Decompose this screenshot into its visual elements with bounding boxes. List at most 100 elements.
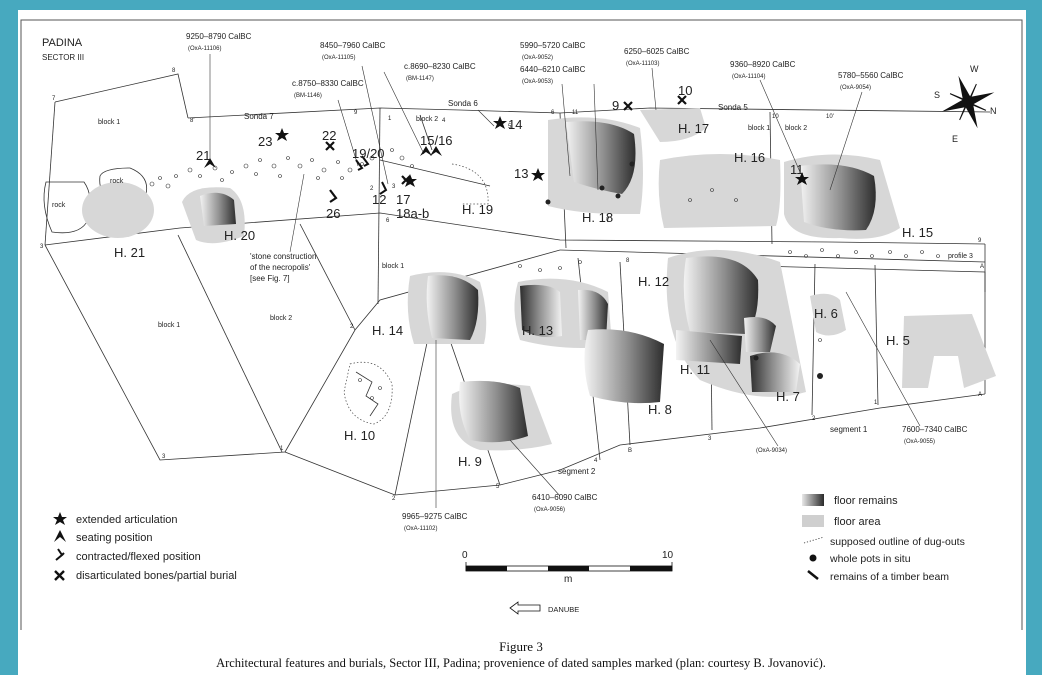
sonda-label: Sonda 6 — [448, 99, 478, 108]
compass-east-label: E — [952, 134, 958, 144]
grid-number: 5 — [496, 484, 500, 490]
lab-code: (OxA-9054) — [840, 85, 871, 91]
star-burial-icon — [531, 168, 545, 181]
house-label: H. 7 — [776, 389, 800, 404]
house-label: H. 15 — [902, 225, 933, 240]
burial-number: 18a-b — [396, 206, 429, 221]
burial-number: 26 — [326, 206, 340, 221]
flexed-burial-icon — [379, 181, 388, 195]
grid-number: 11 — [572, 110, 579, 116]
burial-number: 9 — [612, 98, 619, 113]
scale-end: 10 — [662, 550, 674, 561]
burial-number: 19/20 — [352, 146, 385, 161]
grid-number: 2 — [370, 186, 374, 192]
legend-label: extended articulation — [76, 514, 178, 526]
house-labels: H. 21 H. 20 H. 19 H. 18 H. 17 H. 16 H. 1… — [114, 121, 933, 469]
house-label: H. 6 — [814, 306, 838, 321]
grid-number: 5 — [508, 124, 512, 130]
grid-number: A — [980, 264, 984, 270]
necropolis-leader — [289, 173, 305, 253]
house-label: H. 13 — [522, 323, 553, 338]
flexed-burial-icon — [355, 159, 364, 171]
grid-number: 6 — [551, 110, 555, 116]
necropolis-label: [see Fig. 7] — [250, 274, 290, 283]
lab-code: (OxA-11104) — [732, 74, 765, 80]
legend-label: remains of a timber beam — [830, 571, 949, 583]
star-icon — [53, 512, 67, 525]
lab-code: (OxA-9056) — [534, 507, 565, 513]
radiocarbon-date: 9250–8790 CalBC — [186, 32, 252, 41]
grid-number: 10' — [826, 114, 834, 120]
grid-number: 9 — [354, 110, 358, 116]
burial-number: 15/16 — [420, 133, 453, 148]
block-label: block 1 — [382, 263, 404, 270]
house-label: H. 17 — [678, 121, 709, 136]
radiocarbon-date: 6410–6090 CalBC — [532, 493, 598, 502]
block-label: block 2 — [785, 125, 807, 132]
seated-burial-icon — [204, 158, 216, 168]
segment-label: segment 2 — [558, 467, 596, 476]
burial-symbols — [204, 95, 809, 203]
north-arrow-compass — [941, 75, 995, 129]
grid-number: 2 — [392, 496, 396, 502]
legend-label: contracted/flexed position — [76, 551, 201, 563]
grid-number: A — [978, 392, 982, 398]
burial-number: 23 — [258, 134, 272, 149]
block-label: block 1 — [158, 322, 180, 329]
grid-number: B — [628, 448, 632, 454]
radiocarbon-date: 5990–5720 CalBC — [520, 41, 586, 50]
river-label: DANUBE — [548, 605, 579, 614]
burial-number: 12 — [372, 192, 386, 207]
scale-start: 0 — [462, 550, 468, 561]
house-label: H. 11 — [680, 362, 710, 377]
site-name: PADINA — [42, 37, 83, 49]
lab-code: (OxA-9052) — [522, 55, 553, 61]
legend-label: supposed outline of dug-outs — [830, 536, 965, 548]
grid-number: 3 — [708, 436, 712, 442]
area-labels: block 1 block 1 block 1 block 1 block 2 … — [52, 99, 973, 476]
burial-legend: extended articulation seating position c… — [53, 512, 237, 582]
beam-icon — [807, 570, 819, 580]
site-plan-figure: 7 8 8' 9 1 2 3 4 5 6 10 10' 11 1 2 3 4 5… — [20, 19, 1023, 630]
house-label: H. 9 — [458, 454, 482, 469]
star-burial-icon — [275, 128, 289, 141]
sector-label: SECTOR III — [42, 53, 84, 62]
compass-west-label: W — [970, 64, 979, 74]
block-label: block 2 — [270, 315, 292, 322]
house-label: H. 8 — [648, 402, 672, 417]
paper-sheet — [18, 10, 1026, 675]
house-label: H. 18 — [582, 210, 613, 225]
grid-number: 9 — [978, 238, 982, 244]
radiocarbon-date: c.8750–8330 CalBC — [292, 79, 364, 88]
burial-number: 13 — [514, 166, 528, 181]
legend-label: floor remains — [834, 495, 898, 507]
seated-icon — [54, 530, 66, 542]
grid-number: 8 — [626, 258, 630, 264]
radiocarbon-date: 6250–6025 CalBC — [624, 47, 690, 56]
cross-burial-icon — [677, 95, 687, 105]
flexed-burial-icon — [329, 189, 338, 203]
cross-burial-icon — [401, 175, 411, 185]
flexed-icon — [55, 548, 65, 561]
burial-number: 11 — [790, 162, 804, 177]
burial-number: 21 — [196, 148, 210, 163]
scale-bar: 0 10 m — [462, 550, 674, 585]
legend-label: disarticulated bones/partial burial — [76, 570, 237, 582]
rock-label: rock — [110, 178, 124, 185]
house-label: H. 19 — [462, 202, 493, 217]
radiocarbon-date: 7600–7340 CalBC — [902, 425, 968, 434]
feature-legend: floor remains floor area supposed outlin… — [802, 494, 965, 583]
radiocarbon-date: c.8690–8230 CalBC — [404, 62, 476, 71]
grid-number: 10 — [772, 114, 779, 120]
grid-number: 7 — [52, 96, 56, 102]
necropolis-label: 'stone construction — [250, 252, 316, 261]
grid-number: 1 — [280, 446, 284, 452]
grid-number: 3 — [40, 244, 44, 250]
danube-indicator: DANUBE — [509, 601, 579, 615]
grid-number: 4 — [594, 458, 598, 464]
figure-frame — [20, 19, 1023, 630]
figure-title: Figure 3 — [499, 639, 543, 654]
cross-burial-icon — [325, 141, 335, 151]
burial-numbers: 21 23 22 19/20 26 12 15/16 17 18a-b 14 1… — [196, 83, 804, 221]
